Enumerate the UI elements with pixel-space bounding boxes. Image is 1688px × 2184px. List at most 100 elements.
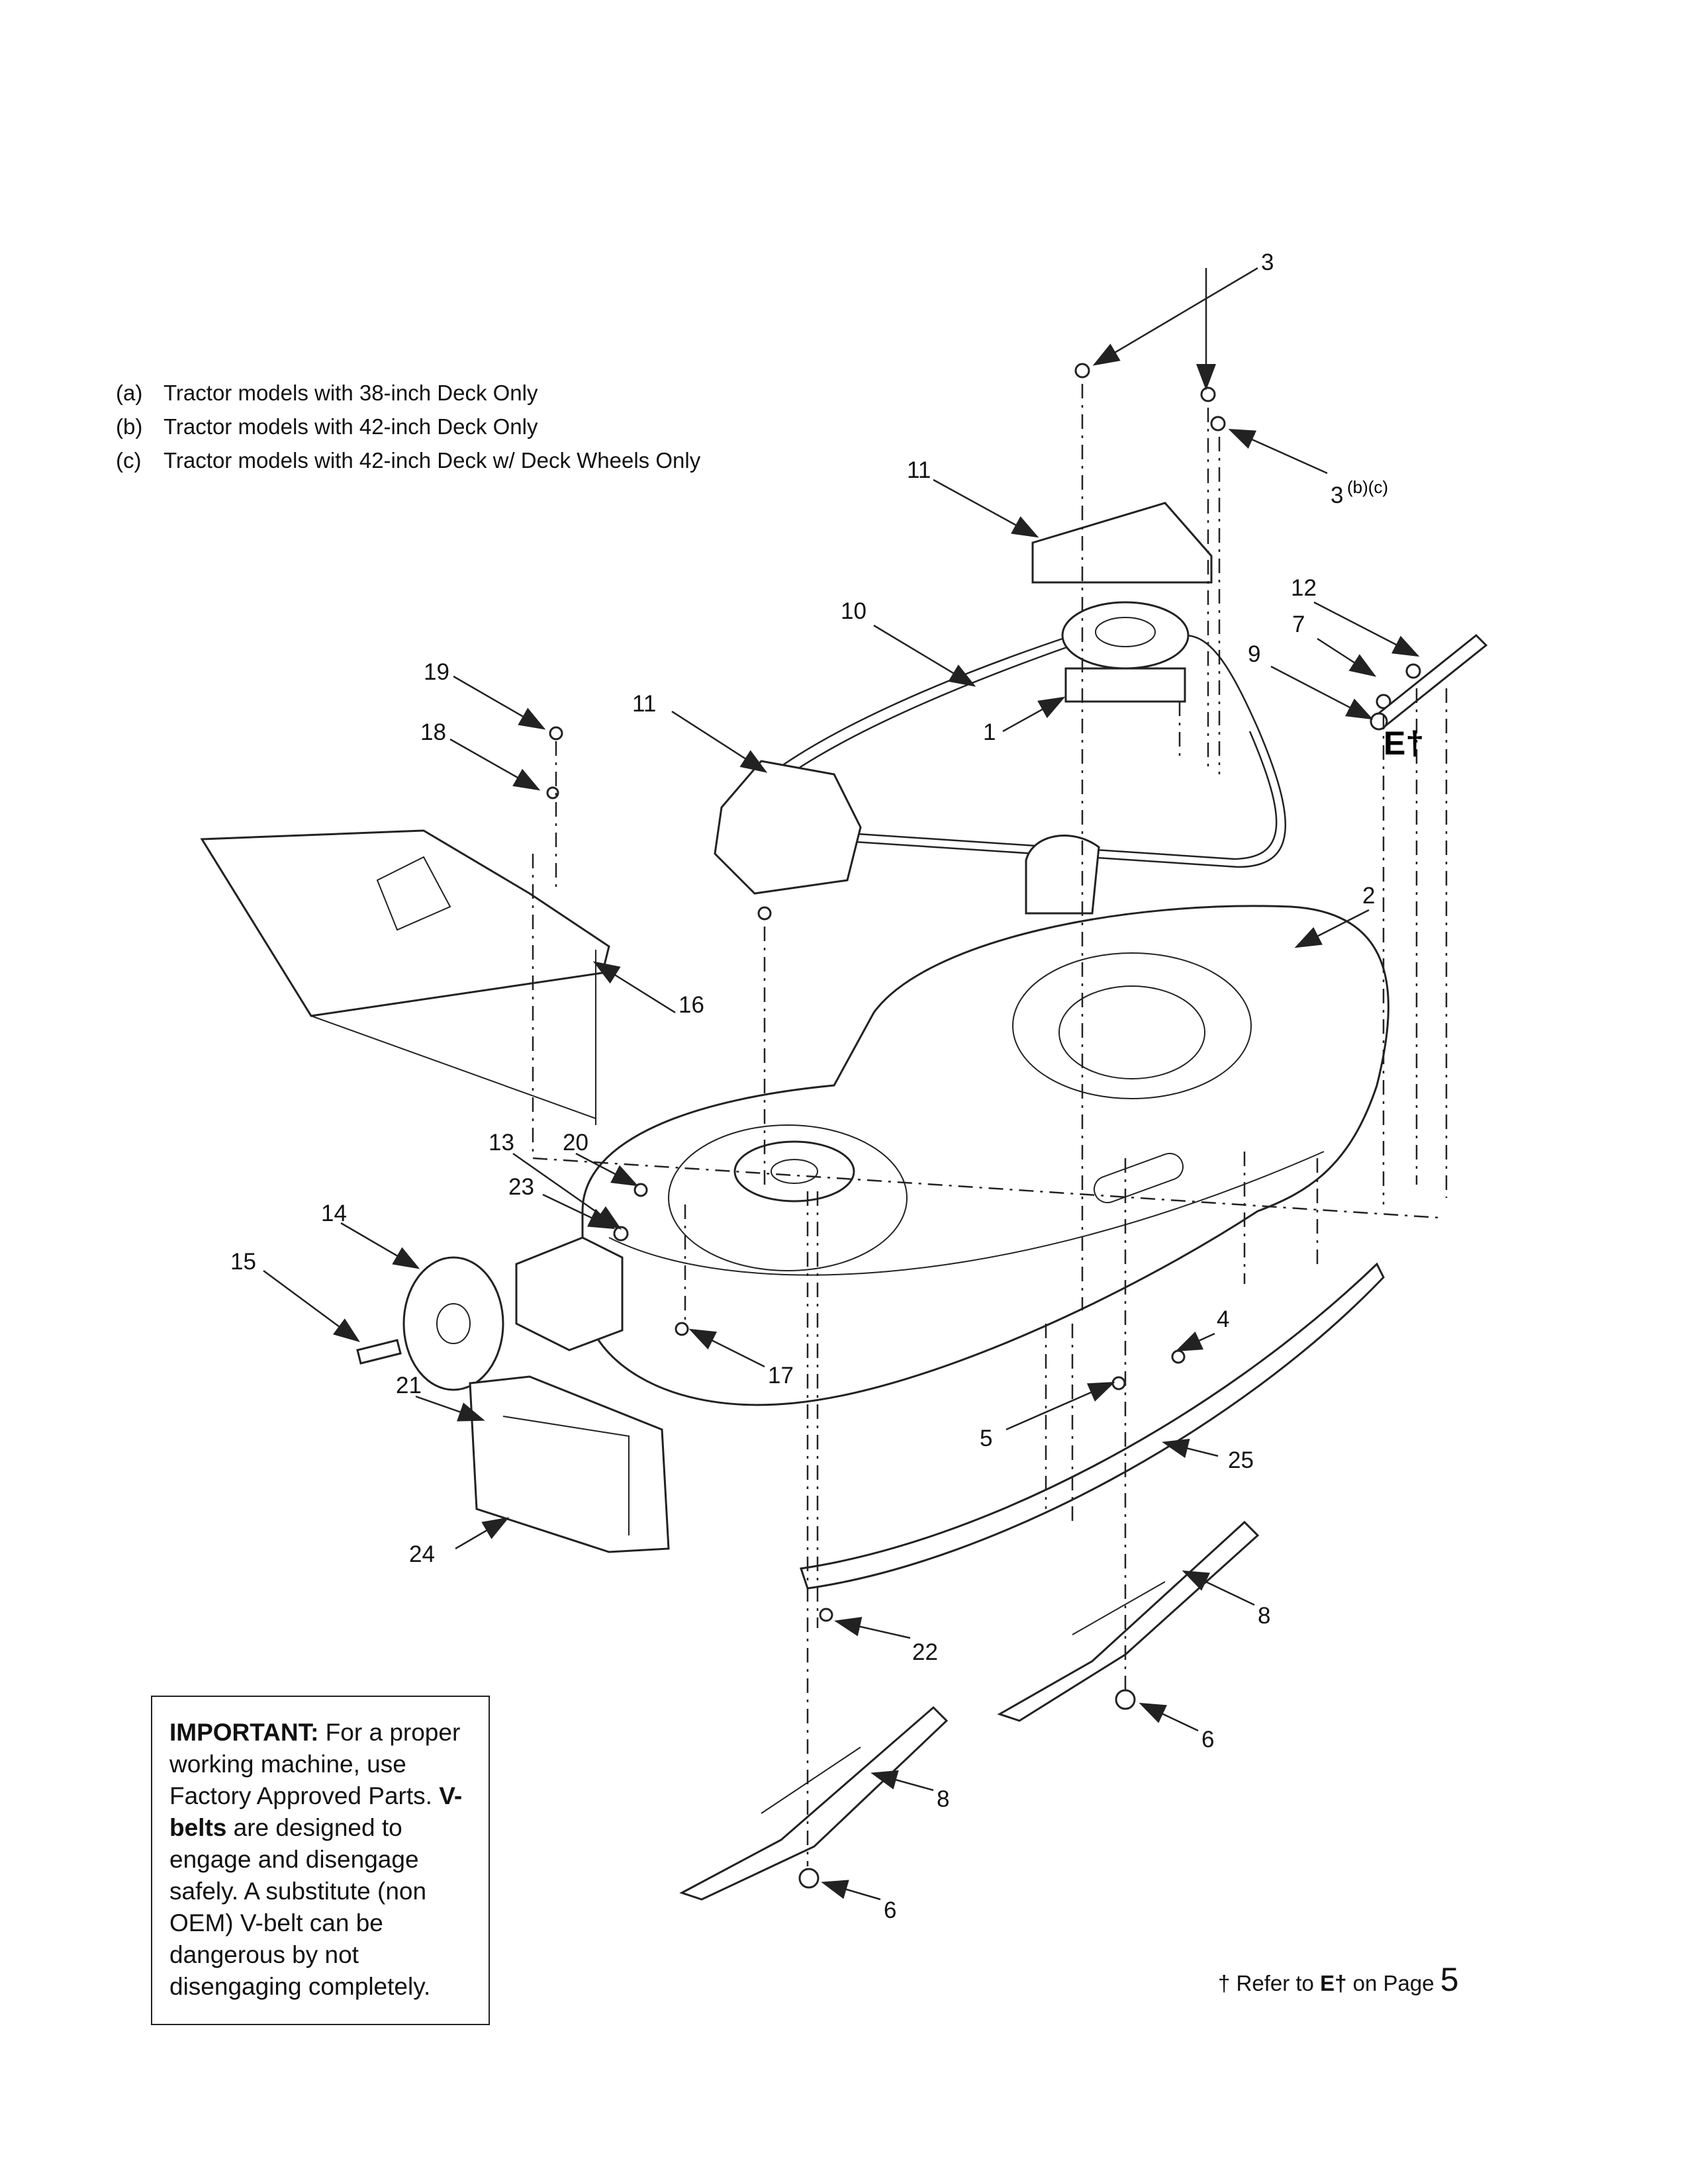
callout-16: 16 xyxy=(679,992,704,1018)
callout-15: 15 xyxy=(230,1249,256,1275)
callout-8-left: 8 xyxy=(937,1786,949,1812)
callout-23: 23 xyxy=(508,1174,534,1200)
discharge-chute xyxy=(200,829,610,1017)
diagram-shape xyxy=(453,675,546,730)
diagram-shape xyxy=(671,710,768,773)
callout-6-right: 6 xyxy=(1201,1727,1214,1752)
diagram-shape xyxy=(1072,1581,1166,1635)
important-label: IMPORTANT: xyxy=(169,1719,319,1746)
diagram-shape xyxy=(1270,665,1374,720)
diagram-shape xyxy=(688,1328,765,1368)
diagram-shape xyxy=(263,267,1420,1901)
diagram-shape xyxy=(1228,428,1328,475)
deck-stiffener xyxy=(800,1262,1385,1590)
legend-row: (a) Tractor models with 38-inch Deck Only xyxy=(116,376,700,410)
callout-11-left: 11 xyxy=(632,691,656,717)
callout-12: 12 xyxy=(1291,575,1317,601)
diagram-shape xyxy=(613,1226,629,1242)
callout-17: 17 xyxy=(768,1363,794,1388)
callout-21: 21 xyxy=(396,1373,422,1398)
diagram-shape xyxy=(415,1395,485,1422)
diagram-shape xyxy=(340,1222,420,1269)
callout-8-right: 8 xyxy=(1258,1603,1270,1629)
diagram-shape xyxy=(1092,267,1258,366)
callout-25: 25 xyxy=(1228,1447,1254,1473)
diagram-shape xyxy=(1095,617,1156,647)
important-text-2: are designed to engage and disengage saf… xyxy=(169,1814,431,2000)
diagram-shape xyxy=(436,1303,471,1344)
callout-6-left: 6 xyxy=(884,1897,896,1923)
diagram-shape xyxy=(819,1608,833,1622)
diagram-shape xyxy=(449,738,541,791)
diagram-shape xyxy=(1058,985,1205,1079)
baffle xyxy=(469,1375,670,1553)
mower-deck xyxy=(581,905,1389,1406)
diagram-shape xyxy=(1115,1689,1136,1710)
legend-text: Tractor models with 38-inch Deck Only xyxy=(164,381,538,405)
callout-13: 13 xyxy=(489,1130,514,1156)
callout-18: 18 xyxy=(420,719,446,745)
diagram-shape xyxy=(502,1416,630,1535)
diagram-shape xyxy=(592,961,676,1014)
diagram-shape xyxy=(532,854,1440,1219)
model-legend: (a) Tractor models with 38-inch Deck Only… xyxy=(116,376,700,477)
legend-row: (b) Tractor models with 42-inch Deck Only xyxy=(116,410,700,443)
footnote-dagger: † xyxy=(1218,1971,1231,1995)
diagram-shape xyxy=(310,1015,596,1119)
footnote-ref: E† xyxy=(1320,1971,1347,1995)
diagram-shape xyxy=(757,906,772,921)
deck-wheel xyxy=(402,1256,504,1391)
diagram-shape xyxy=(1376,694,1391,709)
diagram-shape xyxy=(1064,667,1186,703)
diagram-shape xyxy=(608,1151,1325,1276)
diagram-shape xyxy=(1006,1381,1115,1431)
diagram-shape xyxy=(798,1868,820,1889)
callout-19: 19 xyxy=(424,659,449,685)
diagram-shape xyxy=(668,1124,908,1271)
diagram-shape xyxy=(771,1159,818,1184)
diagram-shape xyxy=(675,1322,689,1336)
diagram-shape xyxy=(821,1880,881,1901)
diagram-shape xyxy=(575,1152,639,1187)
diagram-shape xyxy=(542,1193,616,1230)
e-reference: E† xyxy=(1383,725,1424,762)
legend-key: (a) xyxy=(116,381,143,405)
diagram-shape xyxy=(263,1269,361,1342)
diagram-shape xyxy=(1175,1331,1215,1352)
callout-5: 5 xyxy=(980,1426,992,1451)
callout-10: 10 xyxy=(841,598,867,624)
diagram-shape xyxy=(933,478,1039,538)
diagram-shape xyxy=(1171,1349,1186,1364)
callout-7: 7 xyxy=(1292,612,1305,637)
diagram-shape xyxy=(873,624,976,687)
diagram-shape xyxy=(546,363,1421,1889)
adjustment-rod xyxy=(1375,633,1488,727)
callout-3-sup: (b)(c) xyxy=(1347,477,1388,497)
diagram-shape xyxy=(1182,1570,1255,1606)
diagram-shape xyxy=(376,856,451,931)
legend-row: (c) Tractor models with 42-inch Deck w/ D… xyxy=(116,443,700,477)
callout-3-bc: 3 xyxy=(1331,482,1343,508)
footnote-text: Refer to xyxy=(1230,1971,1321,1995)
diagram-shape xyxy=(1162,1438,1219,1459)
callout-2: 2 xyxy=(1362,883,1375,909)
diagram-shape xyxy=(1317,637,1377,677)
legend-key: (c) xyxy=(116,448,142,473)
diagram-shape xyxy=(1111,1376,1126,1390)
callout-1: 1 xyxy=(983,719,996,745)
diagram-shape xyxy=(549,726,563,741)
legend-text: Tractor models with 42-inch Deck Only xyxy=(164,414,538,439)
diagram-shape xyxy=(761,1747,861,1814)
diagram-shape xyxy=(1025,835,1100,915)
diagram-shape xyxy=(1313,601,1420,657)
footnote-text-2: on Page xyxy=(1346,1971,1440,1995)
callout-20: 20 xyxy=(563,1130,588,1156)
diagram-shape xyxy=(733,1140,855,1203)
callout-14: 14 xyxy=(321,1201,347,1226)
legend-key: (b) xyxy=(116,414,143,439)
diagram-shape xyxy=(870,1770,934,1792)
callout-11-top: 11 xyxy=(907,457,931,483)
belt-keeper-top xyxy=(1031,502,1213,584)
legend-text: Tractor models with 42-inch Deck w/ Deck… xyxy=(164,448,701,473)
